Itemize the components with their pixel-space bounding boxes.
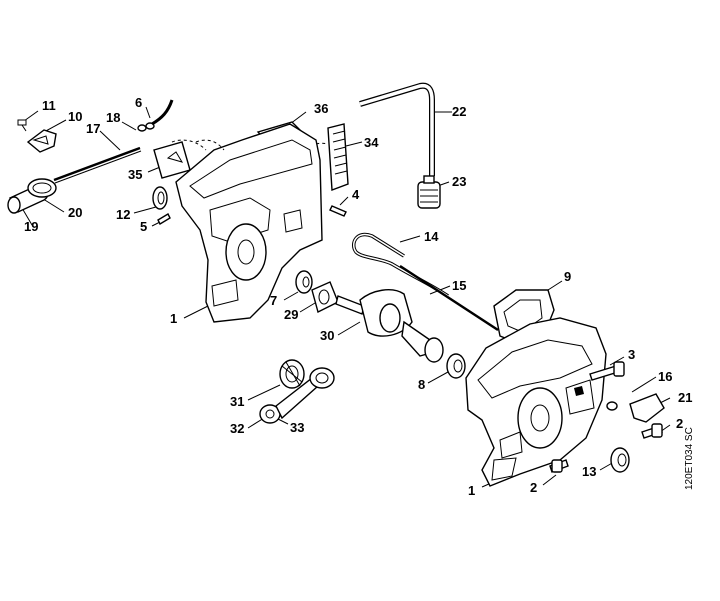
choke-lever-20 [27, 178, 57, 198]
callout-29: 29 [284, 307, 298, 322]
callout-20: 20 [68, 205, 82, 220]
bracket-21 [629, 393, 665, 423]
screw-3 [589, 361, 625, 381]
callout-31: 31 [230, 394, 244, 409]
callout-14: 14 [424, 229, 439, 244]
callout-36: 36 [314, 101, 328, 116]
callout-33: 33 [290, 420, 304, 435]
clip-10 [26, 129, 57, 153]
leader-lines [21, 106, 671, 488]
connecting-rod-32 [259, 367, 335, 424]
callout-30: 30 [320, 328, 334, 343]
callout-9: 9 [564, 269, 571, 284]
callout-11: 11 [42, 98, 56, 113]
rod-6 [151, 99, 174, 126]
crankshaft-30 [335, 289, 444, 363]
needle-cage-31 [279, 359, 305, 389]
screw-2-right [641, 423, 663, 439]
callout-17: 17 [86, 121, 100, 136]
callout-2-bottom: 2 [530, 480, 537, 495]
callout-18: 18 [106, 110, 120, 125]
seal-13 [610, 447, 630, 473]
line-15 [399, 264, 499, 332]
pin-5 [157, 213, 171, 225]
choke-rod-17 [53, 146, 142, 184]
callout-35: 35 [128, 167, 142, 182]
gasket-29 [311, 281, 339, 314]
callout-21: 21 [678, 390, 692, 405]
callout-8: 8 [418, 377, 425, 392]
screw-2-bottom [549, 459, 569, 473]
screw-11 [17, 119, 27, 132]
callout-1-right: 1 [468, 483, 475, 498]
callout-4: 4 [352, 187, 360, 202]
callout-2-right: 2 [676, 416, 683, 431]
callout-32: 32 [230, 421, 244, 436]
callout-5: 5 [140, 219, 147, 234]
washer-16 [606, 401, 618, 411]
callout-3: 3 [628, 347, 635, 362]
callout-23: 23 [452, 174, 466, 189]
grommet-18 [137, 122, 155, 132]
callout-numbers: 11 10 17 18 6 36 22 34 35 23 4 12 20 19 … [24, 95, 692, 498]
fuel-pickup-23 [417, 175, 441, 209]
drawing-code: 120ET034 SC [684, 427, 695, 490]
callout-6: 6 [135, 95, 142, 110]
callout-13: 13 [582, 464, 596, 479]
bearing-7 [295, 270, 313, 294]
callout-12: 12 [116, 207, 130, 222]
callout-34: 34 [364, 135, 379, 150]
fuel-hose-22 [359, 82, 435, 176]
callout-16: 16 [658, 369, 672, 384]
seal-12 [152, 186, 168, 210]
pin-4 [329, 205, 347, 217]
callout-19: 19 [24, 219, 38, 234]
callout-1-left: 1 [170, 311, 177, 326]
crankcase-left [175, 123, 323, 323]
crankcase-right [465, 317, 607, 487]
callout-7: 7 [270, 293, 277, 308]
bearing-8 [446, 353, 466, 379]
callout-22: 22 [452, 104, 466, 119]
callout-10: 10 [68, 109, 82, 124]
callout-15: 15 [452, 278, 466, 293]
